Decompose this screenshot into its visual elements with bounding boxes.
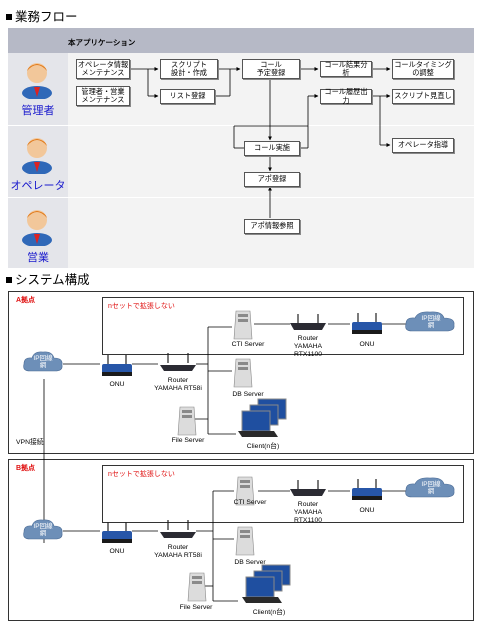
- box-operator-guidance: オペレータ指導: [392, 138, 454, 153]
- bullet-square-icon: [6, 13, 12, 20]
- rtx-router-icon: [290, 314, 326, 330]
- ip-cloud-label: IP回線 網: [421, 481, 441, 495]
- file-server-label: File Server: [171, 437, 205, 444]
- rtx-router-label: Router YAMAHA RTX1100: [293, 501, 323, 524]
- bullet-square-icon: [6, 276, 12, 283]
- file-server-icon: [187, 572, 207, 602]
- db-server-icon: [235, 526, 255, 556]
- client-laptops-icon: [242, 564, 291, 603]
- onu-label: ONU: [359, 507, 375, 514]
- cti-server-label: CTI Server: [231, 341, 265, 348]
- onu-device-icon: [352, 479, 382, 500]
- box-call-execution: コール実施: [244, 141, 300, 156]
- site-b-expansion-box: [102, 465, 464, 523]
- box-list-register: リスト登録: [160, 89, 215, 104]
- db-server-label: DB Server: [232, 391, 264, 398]
- box-script-review: スクリプト見直し: [392, 89, 454, 104]
- onu-device-icon: [102, 355, 132, 376]
- flow-connectors: [130, 67, 391, 218]
- box-operator-maintenance: オペレータ情報 メンテナンス: [76, 59, 130, 79]
- box-appo-view: アポ情報参照: [244, 219, 300, 234]
- flow-header-band: [8, 28, 474, 53]
- row-divider: [8, 197, 474, 198]
- box-script-design: スクリプト 設計・作成: [160, 59, 218, 79]
- cti-server-icon: [233, 310, 253, 340]
- router-label: Router YAMAHA RT58i: [154, 544, 202, 559]
- router-device-icon: [160, 520, 196, 538]
- file-server-label: File Server: [179, 604, 213, 611]
- ip-cloud-icon: [405, 311, 455, 332]
- router-label: Router YAMAHA RT58i: [154, 377, 202, 392]
- box-call-schedule: コール 予定登録: [242, 59, 300, 79]
- file-server-icon: [177, 406, 197, 436]
- ip-cloud-label: IP回線 網: [421, 315, 441, 329]
- onu-label: ONU: [359, 341, 375, 348]
- operator-person-icon: [22, 138, 52, 174]
- row-divider: [8, 125, 474, 126]
- onu-label: ONU: [109, 381, 125, 388]
- box-call-history: コール履歴出力: [320, 87, 372, 104]
- router-device-icon: [160, 353, 196, 371]
- ip-cloud-icon: [23, 519, 63, 540]
- role-label-sales: 営業: [27, 252, 49, 264]
- site-a-label: A拠点: [16, 297, 36, 304]
- business-flow-diagram: 本アプリケーション 管理者 オペレータ 営業: [8, 28, 474, 268]
- client-label: Client(n台): [246, 443, 280, 450]
- box-admin-sales-maintenance: 管理者・営業 メンテナンス: [76, 86, 130, 106]
- onu-device-icon: [102, 522, 132, 543]
- site-b-label: B拠点: [16, 465, 36, 472]
- box-appo-register: アポ登録: [244, 172, 300, 187]
- manager-person-icon: [22, 63, 52, 99]
- site-b-expansion-note: nセットで拡張しない: [108, 471, 175, 478]
- system-architecture-diagram: A拠点 nセットで拡張しない B拠点 nセットで拡張しない: [8, 291, 474, 621]
- role-label-operator: オペレータ: [10, 180, 66, 192]
- site-a-expansion-note: nセットで拡張しない: [108, 303, 175, 310]
- ip-cloud-icon: [405, 477, 455, 498]
- cti-server-label: CTI Server: [233, 499, 267, 506]
- flow-section-title: 業務フロー: [6, 6, 78, 25]
- onu-label: ONU: [109, 548, 125, 555]
- rtx-router-icon: [290, 480, 326, 496]
- ip-cloud-icon: [23, 351, 63, 372]
- rtx-router-label: Router YAMAHA RTX1100: [293, 335, 323, 358]
- ip-cloud-label: IP回線 網: [33, 355, 53, 369]
- system-section-title: システム構成: [6, 269, 90, 288]
- app-header-label: 本アプリケーション: [68, 38, 136, 47]
- client-laptops-icon: [238, 398, 287, 437]
- ip-cloud-label: IP回線 網: [33, 523, 53, 537]
- client-label: Client(n台): [252, 609, 286, 616]
- box-call-timing: コールタイミング の調整: [392, 59, 454, 79]
- site-a-expansion-box: [102, 297, 464, 355]
- cti-server-icon: [235, 476, 255, 506]
- db-server-icon: [233, 358, 253, 388]
- sales-person-icon: [22, 210, 52, 246]
- box-call-result-analysis: コール結果分析: [320, 60, 372, 77]
- onu-device-icon: [352, 313, 382, 334]
- db-server-label: DB Server: [234, 559, 266, 566]
- vpn-label: VPN接続: [16, 439, 44, 446]
- role-label-manager: 管理者: [21, 105, 55, 117]
